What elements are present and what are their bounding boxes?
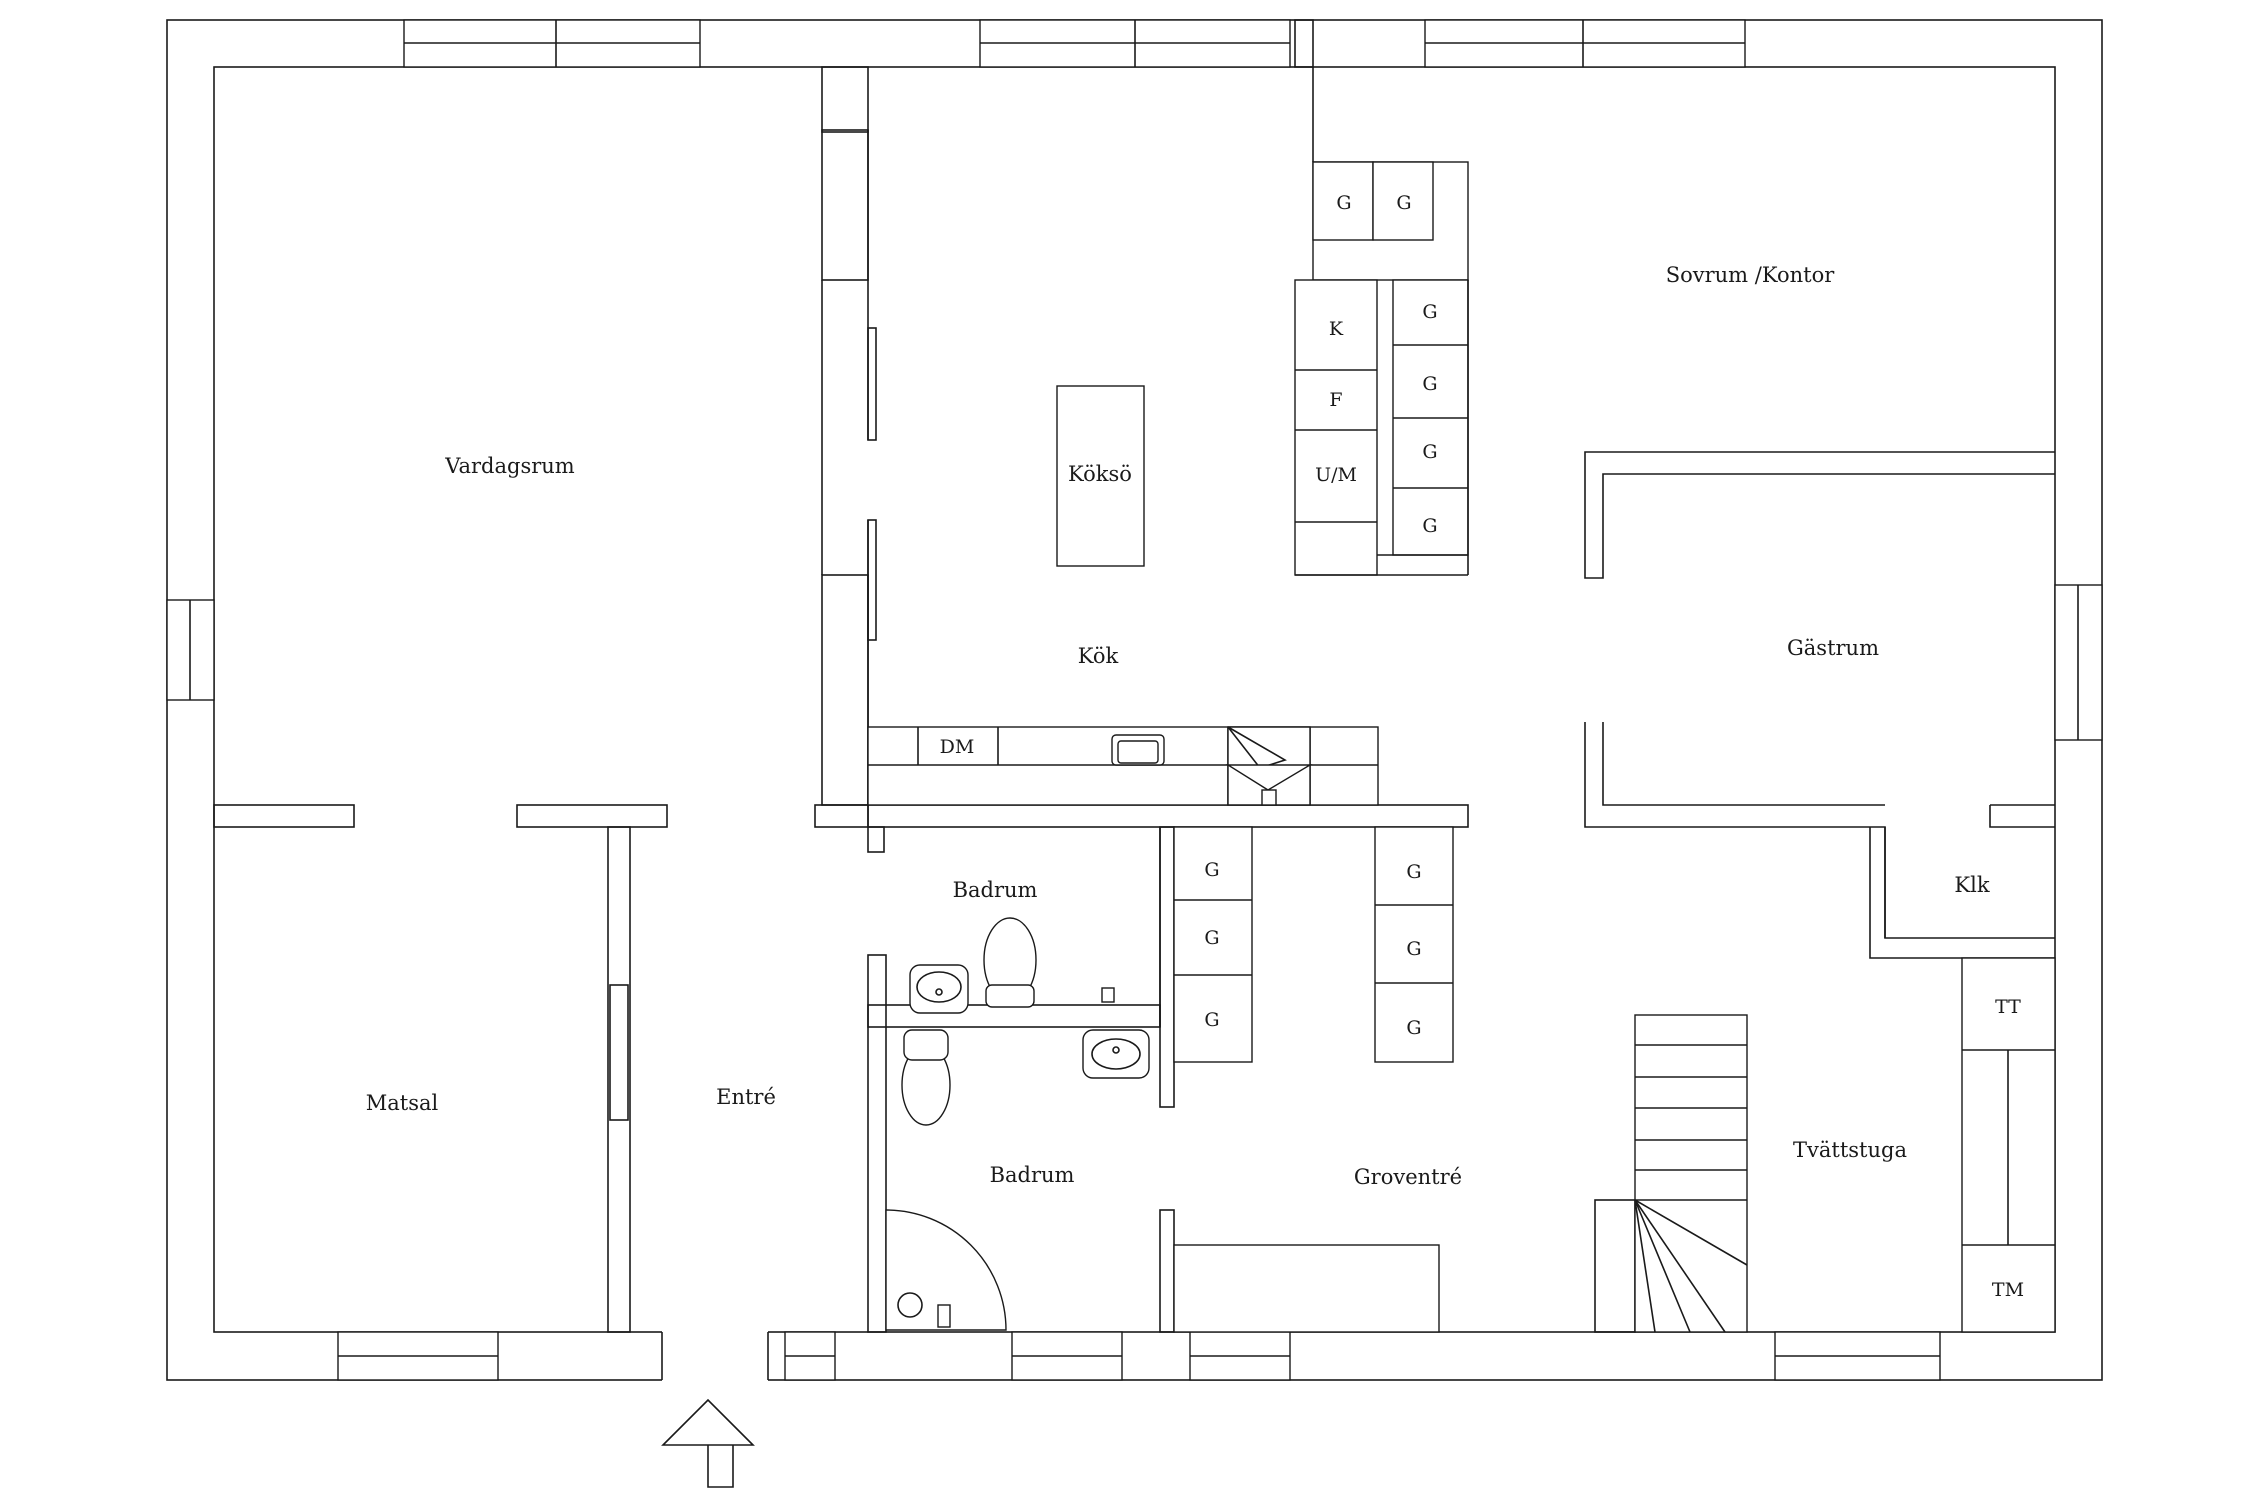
windows <box>166 19 2103 1381</box>
cabinet-g: G <box>1422 301 1437 323</box>
room-badrum-upper: Badrum <box>953 878 1038 902</box>
cabinet-tt: TT <box>1995 996 2021 1018</box>
room-tvattstuga: Tvättstuga <box>1793 1138 1907 1162</box>
room-entre: Entré <box>716 1085 776 1109</box>
room-groventre: Groventré <box>1354 1165 1462 1189</box>
cabinet-g: G <box>1422 515 1437 537</box>
cabinet-labels: G G K F U/M G G G G DM G G G G G G TT TM <box>940 192 2024 1301</box>
entrance <box>661 1328 769 1384</box>
exterior-walls <box>166 19 2103 1381</box>
room-kok: Kök <box>1078 644 1119 668</box>
cabinet-g: G <box>1406 1017 1421 1039</box>
cabinet-g: G <box>1204 927 1219 949</box>
cabinet-g: G <box>1204 1009 1219 1031</box>
sink-lower-icon <box>1082 1029 1150 1079</box>
room-matsal: Matsal <box>366 1091 439 1115</box>
room-vardagsrum: Vardagsrum <box>444 454 575 478</box>
cabinet-tm: TM <box>1992 1279 2024 1301</box>
cabinet-k: K <box>1329 318 1344 340</box>
cabinet-f: F <box>1329 389 1342 411</box>
bathroom-fixtures <box>885 917 1150 1331</box>
cabinet-g: G <box>1396 192 1411 214</box>
kitchen-island <box>1056 385 1145 567</box>
shower-icon <box>885 1209 1007 1331</box>
cabinet-g: G <box>1422 373 1437 395</box>
cabinet-g: G <box>1336 192 1351 214</box>
cabinet-um: U/M <box>1315 464 1357 486</box>
room-klk: Klk <box>1954 873 1989 897</box>
cabinet-g: G <box>1204 859 1219 881</box>
kitchen-counter <box>867 726 1379 806</box>
cabinet-g: G <box>1406 861 1421 883</box>
cabinet-dm: DM <box>940 736 975 758</box>
hall-cabinets <box>1173 826 1454 1333</box>
laundry-fixtures <box>1961 957 2056 1333</box>
room-labels: Vardagsrum Kök Köksö Sovrum /Kontor Gäst… <box>366 263 1990 1189</box>
room-kokso: Köksö <box>1068 462 1132 486</box>
room-badrum-lower: Badrum <box>990 1163 1075 1187</box>
cabinet-g: G <box>1406 938 1421 960</box>
entrance-arrow-icon <box>661 1398 755 1488</box>
cabinet-g: G <box>1422 441 1437 463</box>
room-gastrum: Gästrum <box>1787 636 1879 660</box>
room-sovrum-kontor: Sovrum /Kontor <box>1666 263 1835 287</box>
interior-walls <box>213 19 2055 1333</box>
staircase <box>1634 1014 1748 1333</box>
kitchen-cabinets <box>1294 161 1469 576</box>
